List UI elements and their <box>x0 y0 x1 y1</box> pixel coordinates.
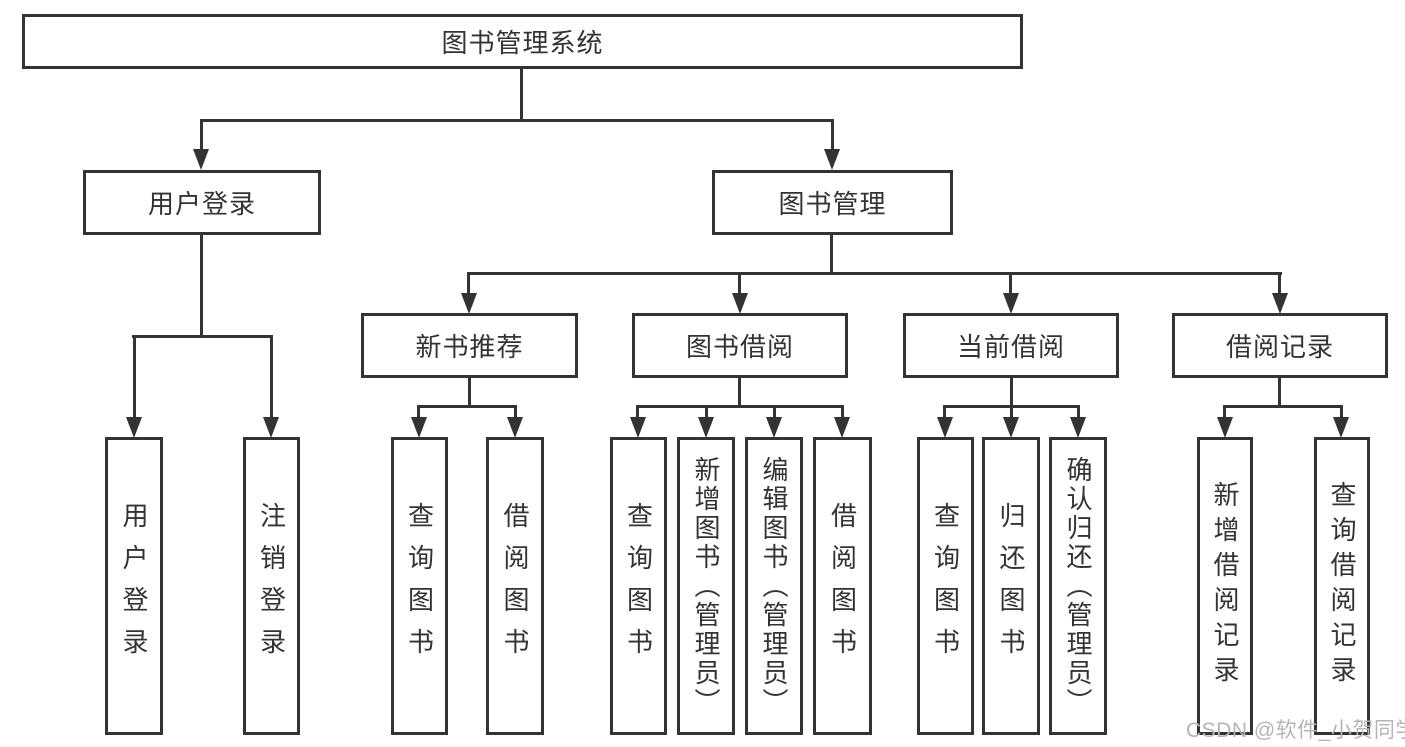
connector-line <box>468 378 471 408</box>
node-book-borrowing-label: 图书借阅 <box>685 332 794 362</box>
arrow-down-icon <box>1003 293 1019 314</box>
connector-line <box>636 405 639 421</box>
connector-line <box>830 235 833 275</box>
arrow-down-icon <box>411 417 427 438</box>
watermark-text: CSDN @软件_小贺同学 <box>1186 719 1405 742</box>
arrow-down-icon <box>630 417 646 438</box>
connector-line <box>200 119 834 122</box>
connector-line <box>1278 272 1281 296</box>
leaf-return-book-label: 归还图书 <box>996 502 1026 670</box>
leaf-query-books-current-label: 查询图书 <box>930 502 961 670</box>
arrow-down-icon <box>766 417 782 438</box>
leaf-edit-book-admin-label: 编辑图书（管理员） <box>759 455 789 717</box>
node-book-management: 图书管理 <box>712 170 953 235</box>
connector-line <box>270 335 273 419</box>
arrow-down-icon <box>1333 417 1349 438</box>
connector-line <box>417 405 420 421</box>
leaf-query-books-borrowing-label: 查询图书 <box>623 502 654 670</box>
connector-line <box>705 405 708 421</box>
leaf-query-books-recommend: 查询图书 <box>391 437 448 735</box>
leaf-user-login-label: 用户登录 <box>119 502 149 670</box>
connector-line <box>467 272 1282 275</box>
connector-line <box>738 378 741 408</box>
connector-line <box>1278 378 1281 408</box>
leaf-query-books-current: 查询图书 <box>917 437 974 735</box>
leaf-add-borrow-record: 新增借阅记录 <box>1197 437 1253 735</box>
connector-line <box>1340 405 1343 421</box>
leaf-confirm-return-admin: 确认归还（管理员） <box>1049 437 1107 735</box>
arrow-down-icon <box>824 149 840 170</box>
node-root: 图书管理系统 <box>22 14 1023 69</box>
arrow-down-icon <box>193 149 209 170</box>
node-new-book-recommendation: 新书推荐 <box>361 313 578 378</box>
connector-line <box>520 68 523 121</box>
connector-line <box>773 405 776 421</box>
connector-line <box>514 405 517 421</box>
node-new-book-recommendation-label: 新书推荐 <box>415 332 524 362</box>
leaf-return-book: 归还图书 <box>982 437 1040 735</box>
node-user-login-label: 用户登录 <box>147 189 256 219</box>
arrow-down-icon <box>1272 293 1288 314</box>
leaf-borrow-books-borrowing: 借阅图书 <box>813 437 872 735</box>
node-root-label: 图书管理系统 <box>441 28 604 58</box>
arrow-down-icon <box>937 417 953 438</box>
leaf-logout-label: 注销登录 <box>256 502 287 670</box>
arrow-down-icon <box>732 293 748 314</box>
node-current-borrowing-label: 当前借阅 <box>956 332 1065 362</box>
leaf-borrow-books-recommend-label: 借阅图书 <box>500 502 530 670</box>
leaf-borrow-books-recommend: 借阅图书 <box>486 437 544 735</box>
arrow-down-icon <box>1217 417 1233 438</box>
connector-line <box>1223 405 1226 421</box>
connector-line <box>467 272 470 296</box>
node-borrowing-records-label: 借阅记录 <box>1225 332 1334 362</box>
node-book-management-label: 图书管理 <box>778 189 887 219</box>
leaf-query-borrow-record-label: 查询借阅记录 <box>1327 481 1357 691</box>
leaf-logout: 注销登录 <box>243 437 300 735</box>
node-book-borrowing: 图书借阅 <box>632 313 848 378</box>
connector-line <box>417 405 517 408</box>
connector-line <box>738 272 741 296</box>
arrow-down-icon <box>461 293 477 314</box>
connector-line <box>831 119 834 152</box>
leaf-query-borrow-record: 查询借阅记录 <box>1314 437 1370 735</box>
leaf-confirm-return-admin-label: 确认归还（管理员） <box>1063 455 1093 717</box>
leaf-add-borrow-record-label: 新增借阅记录 <box>1210 481 1240 691</box>
node-current-borrowing: 当前借阅 <box>903 313 1119 378</box>
connector-line <box>133 335 136 419</box>
leaf-user-login: 用户登录 <box>105 437 163 735</box>
arrow-down-icon <box>1003 417 1019 438</box>
connector-line <box>1223 405 1343 408</box>
connector-line <box>200 119 203 152</box>
connector-line <box>1010 378 1013 408</box>
connector-line <box>1009 272 1012 296</box>
arrow-down-icon <box>834 417 850 438</box>
connector-line <box>943 405 946 421</box>
node-borrowing-records: 借阅记录 <box>1172 313 1388 378</box>
leaf-add-book-admin: 新增图书（管理员） <box>677 437 735 735</box>
leaf-borrow-books-borrowing-label: 借阅图书 <box>827 502 858 670</box>
connector-line <box>1010 405 1013 421</box>
connector-line <box>132 335 273 338</box>
arrow-down-icon <box>698 417 714 438</box>
connector-line <box>841 405 844 421</box>
arrow-down-icon <box>1070 417 1086 438</box>
connector-line <box>200 235 203 338</box>
leaf-query-books-borrowing: 查询图书 <box>610 437 667 735</box>
leaf-add-book-admin-label: 新增图书（管理员） <box>691 455 721 717</box>
arrow-down-icon <box>263 417 279 438</box>
arrow-down-icon <box>507 417 523 438</box>
connector-line <box>1077 405 1080 421</box>
leaf-edit-book-admin: 编辑图书（管理员） <box>745 437 803 735</box>
arrow-down-icon <box>126 417 142 438</box>
connector-line <box>636 405 844 408</box>
node-user-login: 用户登录 <box>83 170 321 235</box>
leaf-query-books-recommend-label: 查询图书 <box>404 502 435 670</box>
